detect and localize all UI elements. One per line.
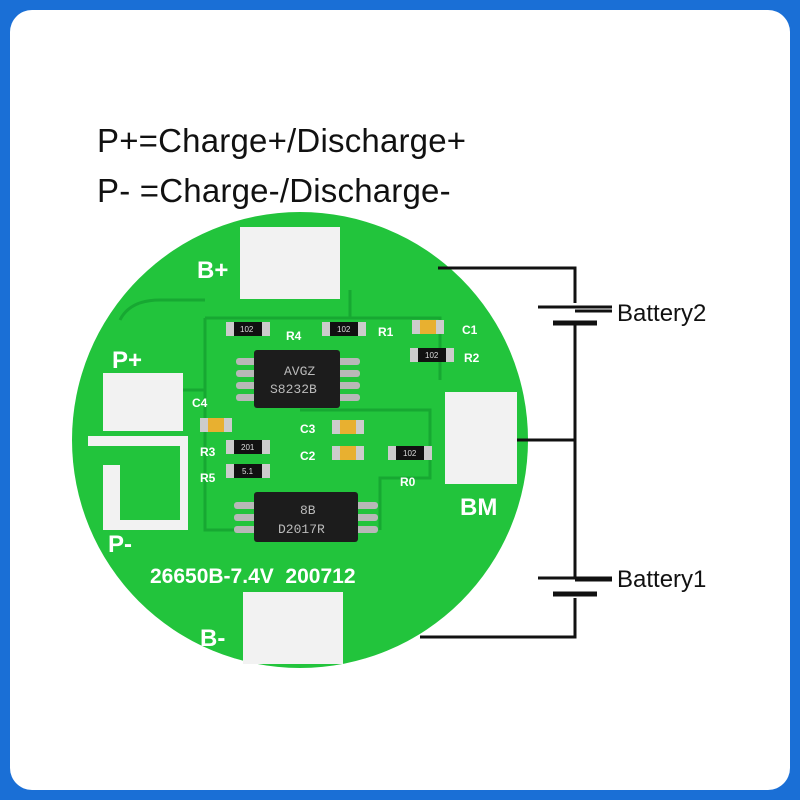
svg-text:R1: R1: [378, 325, 394, 339]
svg-text:5.1: 5.1: [242, 467, 254, 476]
copper-traces: [118, 290, 442, 532]
svg-text:C1: C1: [462, 323, 478, 337]
svg-text:102: 102: [240, 325, 254, 334]
svg-text:C2: C2: [300, 449, 316, 463]
svg-text:R0: R0: [400, 475, 416, 489]
svg-text:102: 102: [337, 325, 351, 334]
battery-symbols: [538, 305, 612, 597]
legend-p-minus: P- =Charge-/Discharge-: [97, 172, 451, 209]
battery1-label: Battery1: [617, 566, 707, 593]
smd-parts: 102 R4 102 R1 C1 102 R2 C4 201 R3 5.1: [192, 320, 480, 489]
legend-p-plus: P+=Charge+/Discharge+: [97, 122, 467, 159]
svg-text:102: 102: [425, 351, 439, 360]
chip-d2017r: 8B D2017R: [234, 492, 378, 542]
pad-b-plus: [240, 227, 340, 299]
svg-text:C3: C3: [300, 422, 316, 436]
label-bm: BM: [460, 494, 497, 521]
chip-s8232b: AVGZ S8232B: [236, 350, 360, 408]
svg-text:AVGZ: AVGZ: [284, 364, 315, 379]
svg-text:R2: R2: [464, 351, 480, 365]
pad-bm: [445, 392, 517, 484]
svg-text:8B: 8B: [300, 503, 316, 518]
svg-text:201: 201: [241, 443, 255, 452]
pad-p-plus: [103, 373, 183, 431]
svg-text:R5: R5: [200, 471, 216, 485]
battery-wiring: [420, 266, 612, 639]
pad-p-minus: [88, 436, 188, 530]
label-b-plus: B+: [197, 257, 228, 284]
svg-text:S8232B: S8232B: [270, 382, 317, 397]
svg-text:C4: C4: [192, 396, 208, 410]
label-p-minus: P-: [108, 531, 132, 558]
pad-b-minus: [243, 592, 343, 664]
svg-text:D2017R: D2017R: [278, 522, 325, 537]
board-silkscreen: 26650B-7.4V 200712: [150, 565, 356, 588]
svg-text:R4: R4: [286, 329, 302, 343]
battery2-label: Battery2: [617, 300, 707, 327]
svg-text:R3: R3: [200, 445, 216, 459]
svg-text:102: 102: [403, 449, 417, 458]
label-p-plus: P+: [112, 347, 142, 374]
label-b-minus: B-: [200, 625, 225, 652]
